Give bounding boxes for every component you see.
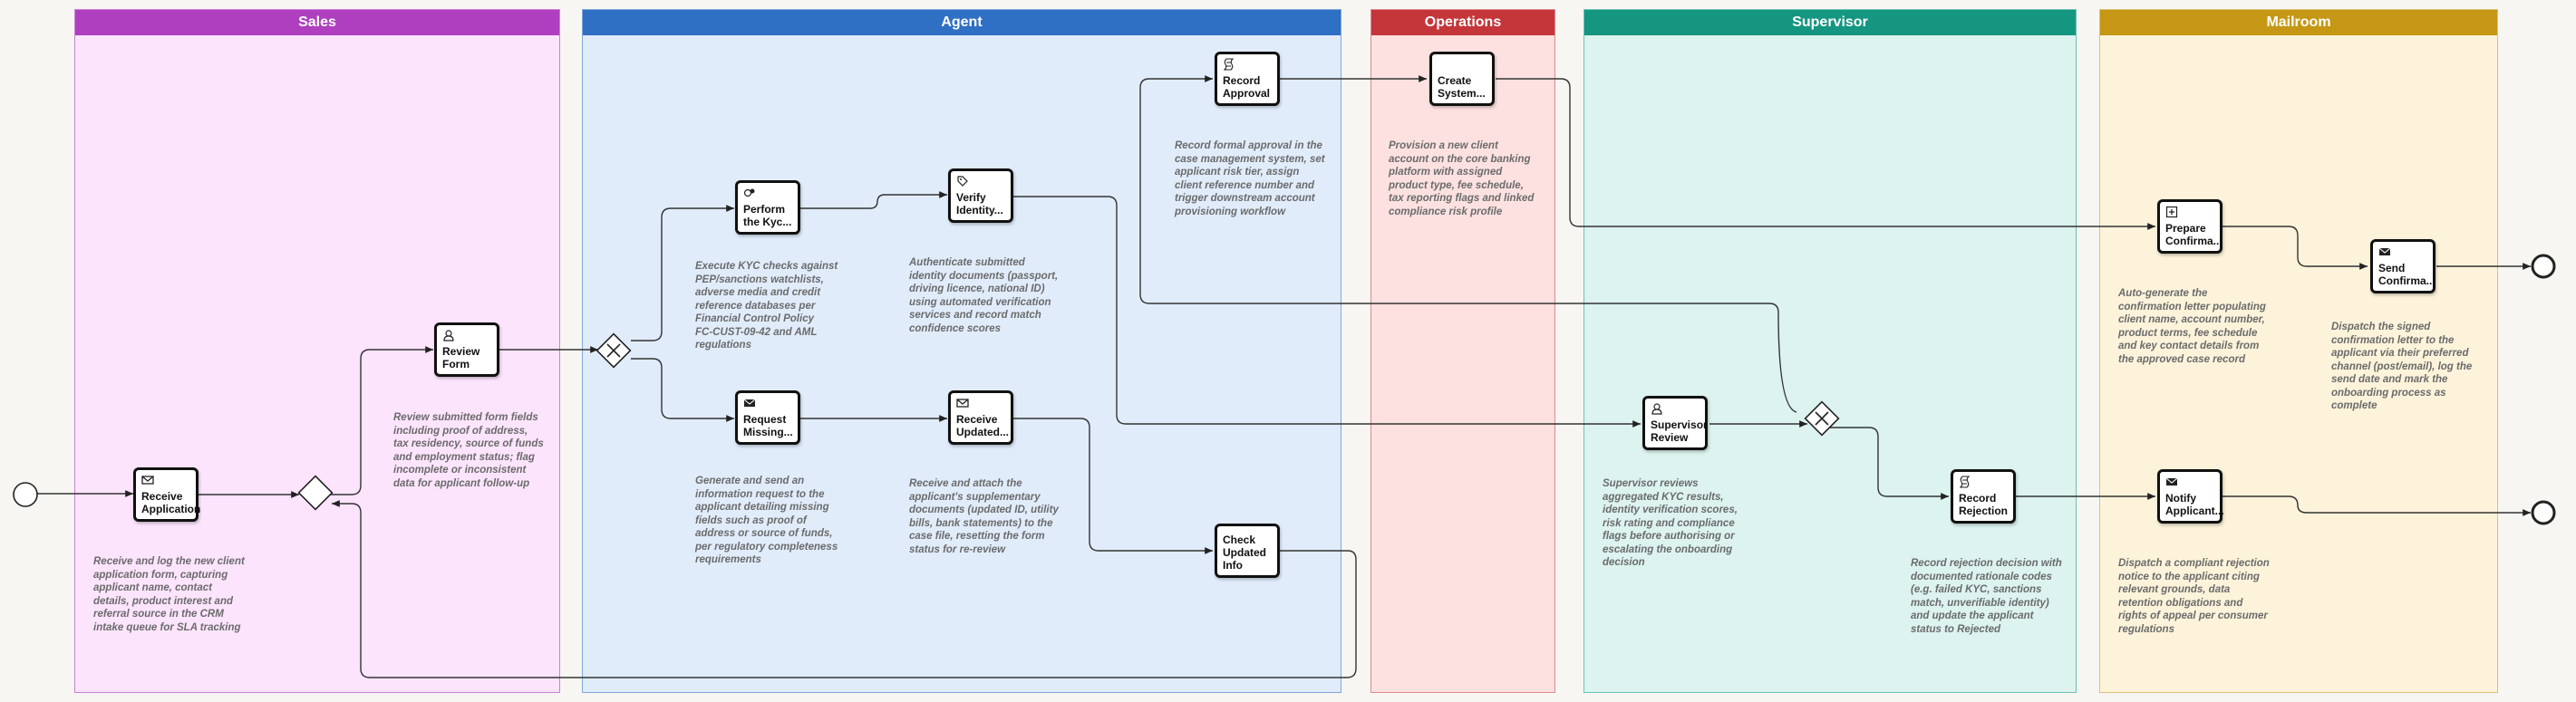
envelope-icon	[141, 476, 154, 485]
envelope-icon	[956, 399, 969, 408]
flow-split-to-request	[631, 358, 734, 422]
gateway-parallel-split	[596, 332, 632, 369]
task-label: Receive Updated...	[956, 413, 1010, 438]
tag-icon	[957, 176, 968, 187]
note-receive-updated: Receive and attach the applicant's suppl…	[909, 478, 1059, 555]
note-notify-applicant: Dispatch a compliant rejection notice to…	[2118, 558, 2270, 635]
script-icon	[1223, 58, 1235, 71]
task-label: Perform the Kyc...	[743, 203, 792, 228]
task-verify-identity[interactable]: Verify Identity...	[948, 168, 1013, 223]
envelope-filled-icon	[2165, 477, 2178, 486]
start-event	[13, 482, 38, 507]
note-request-missing: Generate and send an information request…	[695, 476, 838, 565]
envelope-filled-icon	[743, 399, 756, 407]
note-perform-kyc: Execute KYC checks against PEP/sanctions…	[695, 261, 838, 351]
task-send-confirmation[interactable]: Send Confirma...	[2370, 239, 2436, 293]
task-label: Supervisor Review	[1651, 418, 1708, 444]
end-event-rejection	[2531, 500, 2556, 525]
task-label: Review Form	[442, 345, 480, 370]
note-record-rejection: Record rejection decision with documente…	[1911, 558, 2062, 635]
flow-decision-to-rejection	[1829, 427, 1949, 500]
flow-notify-to-end	[2222, 495, 2531, 516]
gears-icon	[743, 188, 755, 197]
task-record-rejection[interactable]: Record Rejection	[1951, 469, 2016, 524]
flow-check-to-gateway	[332, 500, 1357, 678]
task-label: Check Updated Info	[1223, 534, 1266, 572]
envelope-filled-icon	[2378, 247, 2391, 255]
lane-title-supervisor: Supervisor	[1584, 10, 2076, 35]
task-prepare-confirmation[interactable]: Prepare Confirma...	[2157, 199, 2223, 254]
user-icon	[443, 330, 454, 341]
task-label: Record Approval	[1223, 74, 1271, 100]
task-perform-kyc[interactable]: Perform the Kyc...	[735, 180, 800, 235]
note-record-approval: Record formal approval in the case manag…	[1175, 140, 1325, 217]
task-supervisor-review[interactable]: Supervisor Review	[1642, 396, 1708, 450]
lane-title-sales: Sales	[75, 10, 559, 35]
task-record-approval[interactable]: Record Approval	[1215, 52, 1280, 106]
note-receive-application: Receive and log the new client applicati…	[93, 556, 245, 633]
lane-operations: Operations	[1370, 9, 1555, 693]
flow-create-to-prepare	[1496, 78, 2155, 230]
script-icon	[1959, 476, 1971, 488]
task-label: Prepare Confirma...	[2165, 222, 2223, 247]
flow-prepare-to-send	[2222, 226, 2368, 270]
lane-title-mailroom: Mailroom	[2100, 10, 2497, 35]
note-verify-identity: Authenticate submitted identity document…	[909, 257, 1059, 334]
task-notify-applicant[interactable]: Notify Applicant...	[2157, 469, 2224, 524]
note-review-form: Review submitted form fields including p…	[393, 412, 544, 489]
task-receive-application[interactable]: Receive Application	[133, 467, 201, 522]
lane-title-agent: Agent	[583, 10, 1341, 35]
lane-agent: Agent	[582, 9, 1341, 693]
task-receive-updated[interactable]: Receive Updated...	[948, 390, 1013, 445]
lane-supervisor: Supervisor	[1583, 9, 2077, 693]
task-label: Notify Applicant...	[2165, 492, 2224, 517]
task-label: Send Confirma...	[2378, 262, 2436, 287]
subprocess-plus-icon	[2165, 206, 2178, 218]
gateway-review-merge	[297, 475, 334, 511]
flow-kyc-to-verify	[799, 191, 947, 209]
task-label: Receive Application	[141, 490, 201, 515]
task-create-system[interactable]: Create System...	[1429, 52, 1495, 106]
task-label: Create System...	[1438, 74, 1486, 100]
note-prepare-confirmation: Auto-generate the confirmation letter po…	[2118, 288, 2266, 365]
task-request-missing[interactable]: Request Missing...	[735, 390, 800, 445]
note-create-system: Provision a new client account on the co…	[1389, 140, 1535, 217]
task-label: Record Rejection	[1959, 492, 2009, 517]
gateway-supervisor-decision	[1804, 400, 1840, 437]
note-send-confirmation: Dispatch the signed confirmation letter …	[2331, 322, 2473, 411]
end-event-confirmation	[2531, 254, 2556, 279]
flow-verify-to-supervisor	[1012, 196, 1641, 428]
note-supervisor-review: Supervisor reviews aggregated KYC result…	[1603, 478, 1738, 568]
lane-title-operations: Operations	[1371, 10, 1554, 35]
flow-decision-to-approval	[1139, 75, 1797, 413]
task-check-updated-info[interactable]: Check Updated Info	[1215, 524, 1280, 578]
task-label: Request Missing...	[743, 413, 793, 438]
lane-mailroom: Mailroom	[2099, 9, 2498, 693]
flow-gateway-to-review	[330, 346, 433, 495]
task-label: Verify Identity...	[956, 191, 1003, 216]
flow-split-to-kyc	[631, 205, 734, 341]
user-icon	[1651, 403, 1662, 415]
flow-receive-updated-to-check	[1012, 418, 1213, 554]
task-review-form[interactable]: Review Form	[434, 322, 499, 377]
